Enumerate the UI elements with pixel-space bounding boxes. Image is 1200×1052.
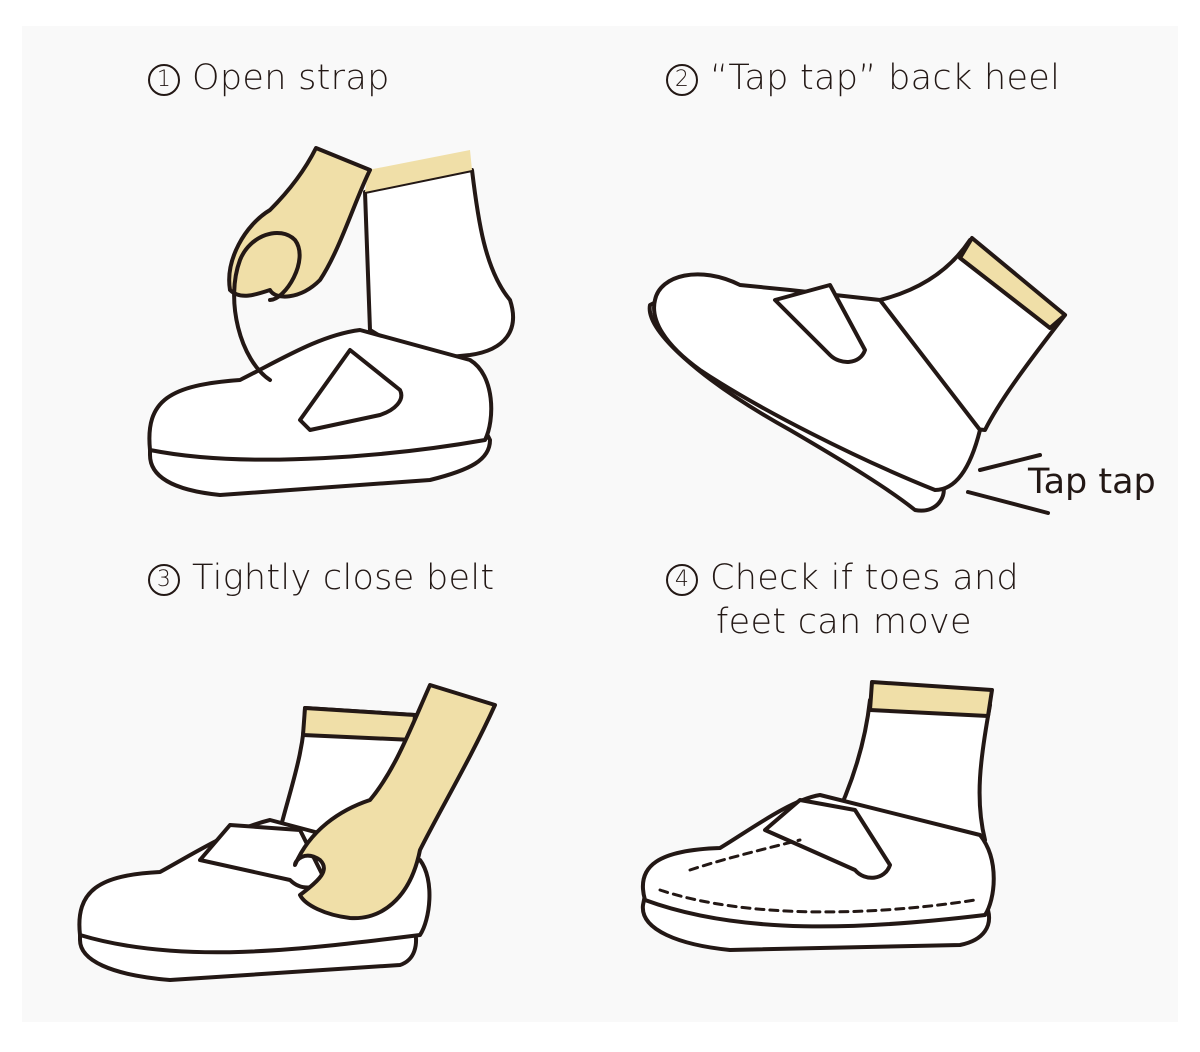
strap [298, 348, 404, 432]
step-4-illustration [640, 680, 996, 952]
step-2-illustration [647, 236, 1067, 515]
step-1-title: 1 Open strap [148, 56, 390, 100]
step-4-label: Check if toes and [710, 558, 1019, 598]
hand [293, 683, 497, 921]
step-2-title: 2 “Tap tap” back heel [666, 56, 1060, 100]
tap-lines [966, 453, 1050, 515]
step-3-number: 3 [148, 564, 180, 596]
step-3-illustration [77, 683, 497, 982]
sock-cuff [868, 680, 994, 718]
open-strap [232, 230, 302, 382]
step-2-number: 2 [666, 64, 698, 96]
step-3-title: 3 Tightly close belt [148, 556, 494, 600]
sock [363, 168, 516, 362]
shoe-upper [652, 272, 982, 492]
hand [227, 146, 372, 299]
tap-tap-annotation: Tap tap [1028, 462, 1156, 502]
sock-cuff [365, 150, 472, 192]
step-4-number: 4 [666, 564, 698, 596]
strap [773, 283, 867, 364]
step-1-number: 1 [148, 64, 180, 96]
shoe-upper [640, 793, 996, 929]
step-4-label-line2: feet can move [716, 602, 972, 642]
sock-cuff [958, 236, 1067, 330]
strap [763, 798, 892, 880]
sock-cuff [301, 706, 417, 742]
step-2-label: “Tap tap” back heel [710, 58, 1061, 98]
step-3-label: Tightly close belt [192, 558, 495, 598]
step-1-illustration [147, 146, 516, 497]
step-1-label: Open strap [192, 58, 390, 98]
stitching [658, 838, 977, 914]
